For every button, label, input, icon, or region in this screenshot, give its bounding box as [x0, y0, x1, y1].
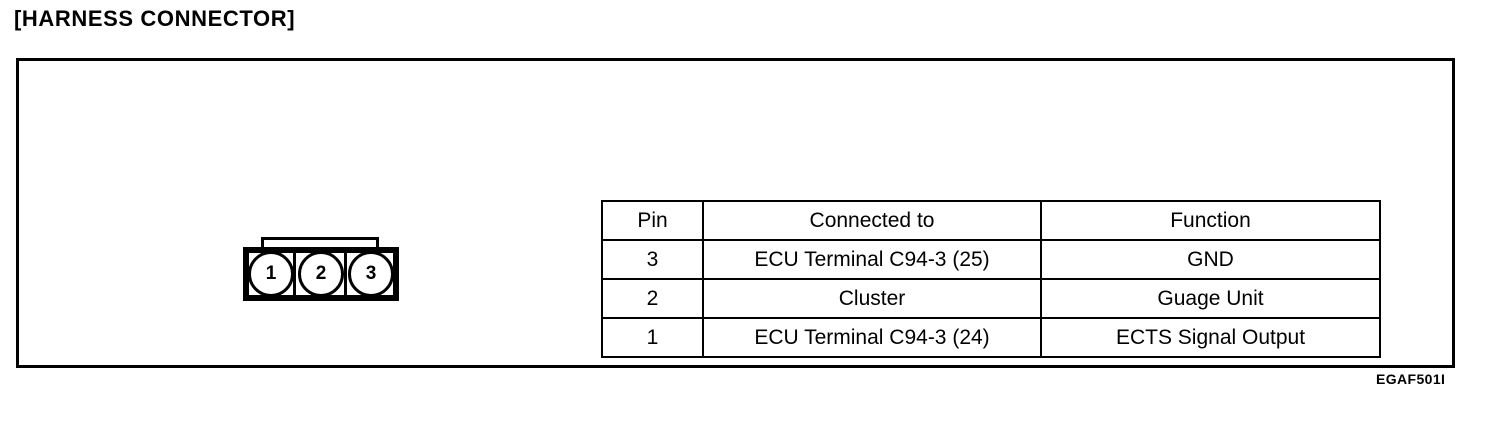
table-header-row: Pin Connected to Function	[601, 200, 1381, 241]
cell-connected-to: ECU Terminal C94-3 (24)	[702, 317, 1042, 358]
column-header-connected-to: Connected to	[702, 200, 1042, 241]
figure-code: EGAF501I	[1376, 371, 1446, 387]
table-row: 3 ECU Terminal C94-3 (25) GND	[601, 239, 1381, 280]
cell-function: ECTS Signal Output	[1040, 317, 1381, 358]
connector-cell-divider	[293, 247, 296, 301]
cell-pin: 2	[601, 278, 704, 319]
page-title: [HARNESS CONNECTOR]	[14, 6, 296, 31]
pin-circle-2: 2	[298, 251, 344, 297]
column-header-function: Function	[1040, 200, 1381, 241]
connector-cell-divider	[344, 247, 347, 301]
pin-circle-1: 1	[248, 251, 294, 297]
connector-latch-icon	[261, 237, 379, 249]
figure-frame: 1 2 3 Pin Connected to Function 3 ECU Te…	[16, 58, 1455, 368]
cell-function: Guage Unit	[1040, 278, 1381, 319]
column-header-pin: Pin	[601, 200, 704, 241]
cell-connected-to: ECU Terminal C94-3 (25)	[702, 239, 1042, 280]
pin-assignment-table: Pin Connected to Function 3 ECU Terminal…	[601, 200, 1381, 358]
table-row: 2 Cluster Guage Unit	[601, 278, 1381, 319]
table-row: 1 ECU Terminal C94-3 (24) ECTS Signal Ou…	[601, 317, 1381, 358]
cell-connected-to: Cluster	[702, 278, 1042, 319]
cell-function: GND	[1040, 239, 1381, 280]
cell-pin: 1	[601, 317, 704, 358]
cell-pin: 3	[601, 239, 704, 280]
harness-connector-diagram: 1 2 3	[243, 237, 399, 301]
pin-circle-3: 3	[348, 251, 394, 297]
